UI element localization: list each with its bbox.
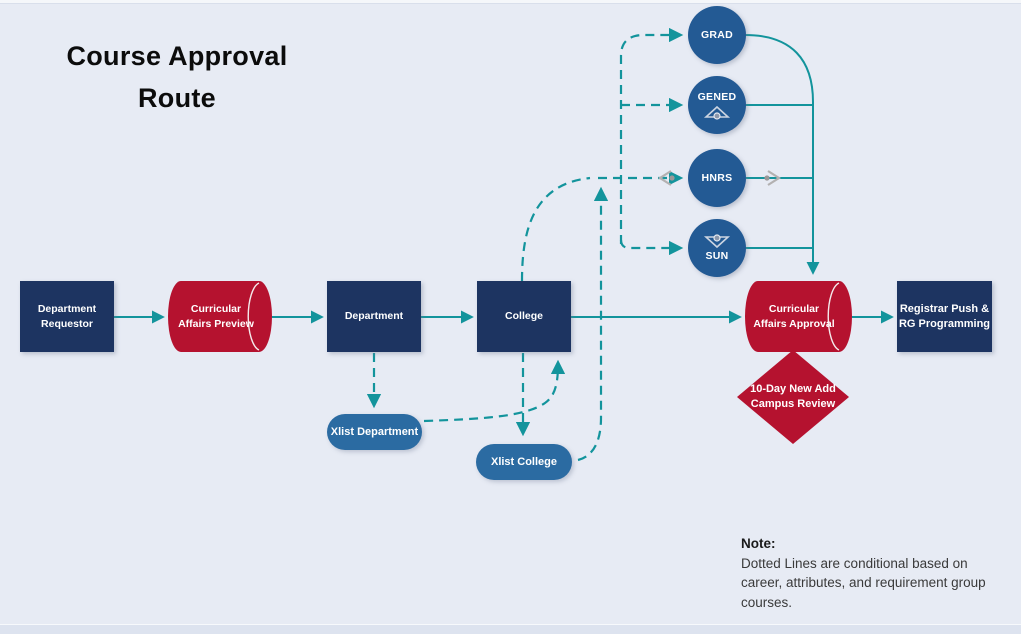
dashed-xlist-college-up [577,186,609,462]
cylinder-rim [247,282,260,351]
solid-connectors [114,34,894,324]
label-line: Registrar Push & [899,302,990,315]
page-title: Course Approval Route [38,36,316,120]
node-xlist-department: Xlist Department [327,414,422,450]
node-registrar: Registrar Push & RG Programming [897,281,992,352]
window-bottom-edge [0,624,1021,634]
node-college: College [477,281,571,352]
node-grad: GRAD [688,6,746,64]
node-department-requestor: Department Requestor [20,281,114,352]
node-label: Department [344,310,404,323]
dashed-xlist-department-to-college [423,359,566,423]
gray-arrow-right-chevron [767,170,782,186]
node-department: Department [327,281,421,352]
dashed-college-top-to-junction [520,176,591,282]
node-label: GENED [697,90,737,103]
page-title-line2: Route [138,82,216,113]
node-campus-review-shape [737,350,849,444]
node-label: Registrar Push & RG Programming [899,302,990,332]
cylinder-body [168,281,273,352]
window-top-edge [0,0,1021,4]
node-hnrs: HNRS [688,149,746,207]
note-block: Note: Dotted Lines are conditional based… [741,534,1019,612]
dashed-branch-sun [619,239,684,256]
node-label: Xlist Department [330,425,419,438]
dashed-connectors [366,27,684,462]
node-ca-approval-shape [745,281,853,352]
gray-arrow-left-dot [669,175,675,181]
label-line: Department [37,303,97,316]
triangle-up-dot-icon [703,105,731,120]
node-label: SUN [705,249,729,262]
node-label: HNRS [701,171,733,184]
dashed-trunk-to-grad [619,27,684,244]
note-line: career, attributes, and requirement grou… [741,575,986,591]
node-sun: SUN [688,219,746,277]
node-label: Xlist College [490,455,558,468]
note-line: Dotted Lines are conditional based on [741,555,968,571]
node-xlist-college: Xlist College [476,444,572,480]
gray-arrow-right-dot [764,175,770,181]
node-ca-preview-shape [168,281,273,352]
node-label: GRAD [700,28,734,41]
badge-dot [713,234,721,242]
label-line: Requestor [41,317,93,330]
gray-arrow-left-chevron [657,170,672,186]
node-gened: GENED [688,76,746,134]
node-label: College [505,310,543,323]
gray-arrow-right-icon [764,170,782,186]
label-line: RG Programming [898,317,991,330]
gray-arrow-left-icon [657,170,675,186]
triangle-down-dot-icon [703,234,731,248]
page-title-line1: Course Approval [66,41,288,71]
cylinder-rim [827,282,840,351]
note-heading: Note: [741,536,776,551]
cylinder-body [745,281,853,352]
connector-grad-out [744,34,814,103]
note-line: courses. [741,594,793,610]
node-label: Department Requestor [38,302,96,330]
badge-dot [713,112,721,120]
